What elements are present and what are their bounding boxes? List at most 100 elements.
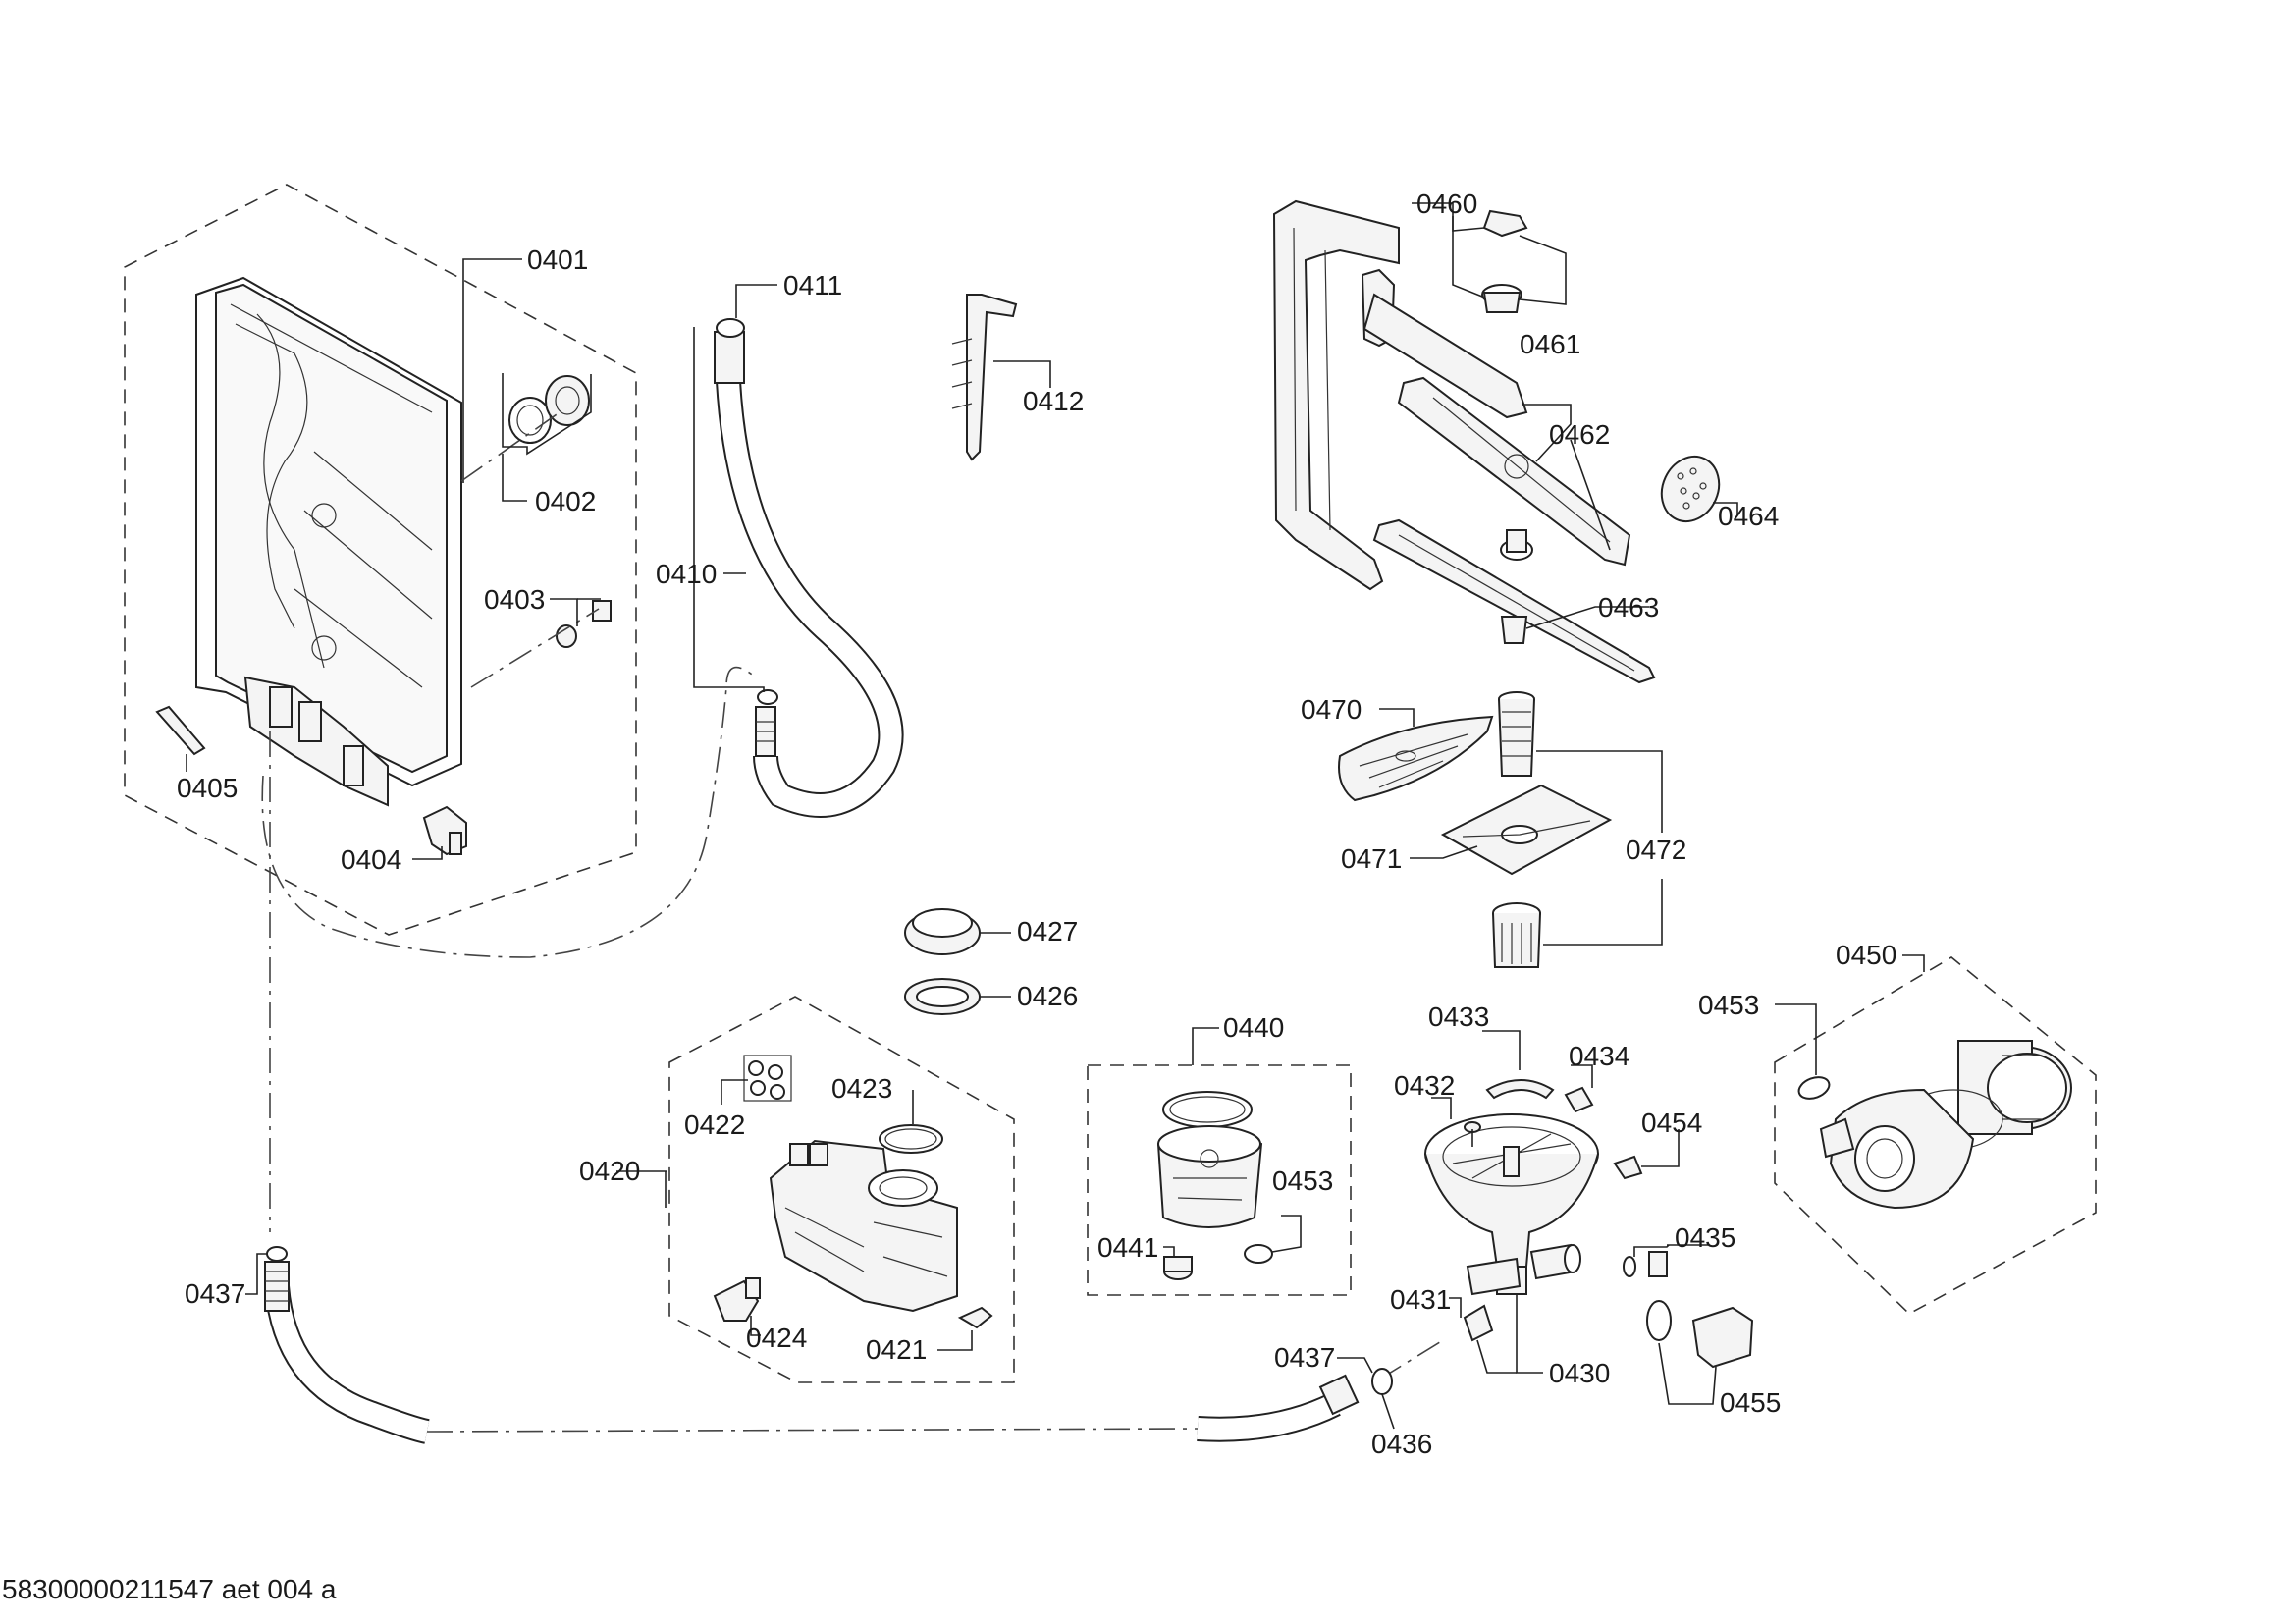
label-0464: 0464 (1718, 501, 1779, 531)
filter-plate-0471 (1440, 784, 1613, 876)
leader-0411 (735, 284, 777, 318)
leader-0450 (1902, 954, 1925, 972)
o-ring-0423 (879, 1124, 943, 1154)
label-0436: 0436 (1371, 1429, 1432, 1459)
seal-0433 (1485, 1079, 1555, 1100)
leader-0404 (412, 846, 443, 860)
label-0432: 0432 (1394, 1070, 1455, 1101)
clamp-0453-b (1797, 1076, 1831, 1100)
leader-0430 (1516, 1294, 1543, 1374)
label-0427: 0427 (1017, 916, 1078, 947)
clip-0454 (1613, 1155, 1643, 1180)
heater-0455 (1646, 1300, 1754, 1369)
spray-arm-frame-0460 (1272, 199, 1528, 591)
group-0450-outline (1774, 956, 2097, 1315)
ring-seal-0402 (460, 375, 590, 482)
label-0461: 0461 (1520, 329, 1580, 359)
group-0440-outline (1087, 1064, 1352, 1296)
label-0424: 0424 (746, 1323, 807, 1353)
label-0402: 0402 (535, 486, 596, 516)
sensor-0435 (1623, 1251, 1668, 1277)
group-0420-outline (668, 996, 1015, 1383)
check-valve-0431 (1463, 1304, 1494, 1342)
label-0434: 0434 (1569, 1041, 1629, 1071)
label-0437b: 0437 (1274, 1342, 1335, 1373)
leader-0436 (1381, 1393, 1395, 1430)
clamp-0437-top (266, 1246, 288, 1262)
ring-0426 (904, 978, 981, 1015)
label-0421: 0421 (866, 1334, 927, 1365)
leader-0470 (1379, 708, 1415, 727)
seal-set-0422 (743, 1055, 792, 1102)
leader-0472 (1536, 750, 1663, 833)
label-0462: 0462 (1549, 419, 1610, 450)
cap-0427 (904, 908, 981, 955)
label-0463: 0463 (1598, 592, 1659, 623)
label-0471: 0471 (1341, 843, 1402, 874)
leader-0401 (462, 258, 522, 483)
lower-spray-arm-0463 (1372, 518, 1656, 684)
sump-0430 (1424, 1113, 1599, 1296)
label-0440: 0440 (1223, 1012, 1284, 1043)
leader-0455 (1658, 1342, 1717, 1405)
leader-0453b (1775, 1003, 1817, 1075)
label-0401: 0401 (527, 244, 588, 275)
nozzle-0461 (1481, 209, 1528, 313)
leader-0437a (245, 1253, 267, 1295)
label-0460: 0460 (1416, 189, 1477, 219)
label-0420: 0420 (579, 1156, 640, 1186)
label-0437a: 0437 (185, 1278, 245, 1309)
pump-0450 (1819, 1040, 2072, 1210)
leader-0431 (1449, 1297, 1462, 1318)
leader-0434 (1571, 1064, 1593, 1088)
label-0410: 0410 (656, 559, 717, 589)
leader-0454 (1641, 1129, 1680, 1167)
leader-0412 (993, 360, 1051, 388)
leader-0432 (1431, 1097, 1452, 1119)
leader-0435 (1633, 1244, 1670, 1257)
label-0455: 0455 (1720, 1387, 1781, 1418)
label-0450: 0450 (1836, 940, 1896, 970)
group-0401-outline (124, 184, 637, 936)
clip-0405 (155, 705, 206, 756)
leader-0437b (1337, 1357, 1373, 1374)
clip-0421 (957, 1306, 993, 1329)
hose-clamp-0411 (716, 318, 778, 705)
label-0433: 0433 (1428, 1001, 1489, 1032)
leader-0410 (693, 327, 765, 692)
label-0403: 0403 (484, 584, 545, 615)
label-0441: 0441 (1097, 1232, 1158, 1263)
nut-0441 (1163, 1256, 1193, 1280)
leader-0471 (1410, 845, 1478, 859)
label-0470: 0470 (1301, 694, 1362, 725)
label-0430: 0430 (1549, 1358, 1610, 1388)
label-0405: 0405 (177, 773, 238, 803)
leader-0440 (1192, 1027, 1219, 1065)
upper-spray-arm-0462 (1397, 376, 1631, 567)
clamp-0453-a (1244, 1244, 1273, 1264)
leader-0463 (1525, 606, 1649, 629)
label-0411: 0411 (783, 270, 842, 300)
drain-hose-0437 (264, 1261, 1444, 1444)
label-0404: 0404 (341, 844, 401, 875)
label-0472: 0472 (1626, 835, 1686, 865)
leader-0453a (1271, 1215, 1302, 1253)
leader-0461 (1519, 235, 1567, 305)
leader-0433 (1482, 1030, 1521, 1070)
sensor-0404 (422, 805, 467, 856)
clip-0434 (1564, 1086, 1594, 1113)
leader-0403 (550, 598, 578, 626)
leader-0462 (1522, 404, 1572, 462)
filter-cap-0464 (1660, 455, 1721, 523)
label-0426: 0426 (1017, 981, 1078, 1011)
filter-0470 (1338, 715, 1494, 802)
label-0423: 0423 (831, 1073, 892, 1104)
filter-cylinder-0472 (1492, 691, 1541, 968)
clamp-0436 (1371, 1368, 1393, 1395)
leader-0421 (937, 1330, 973, 1351)
hose-0410 (714, 331, 904, 818)
guide-0412 (951, 294, 1018, 461)
label-0453a: 0453 (1272, 1165, 1333, 1196)
leader-0402 (502, 373, 592, 456)
